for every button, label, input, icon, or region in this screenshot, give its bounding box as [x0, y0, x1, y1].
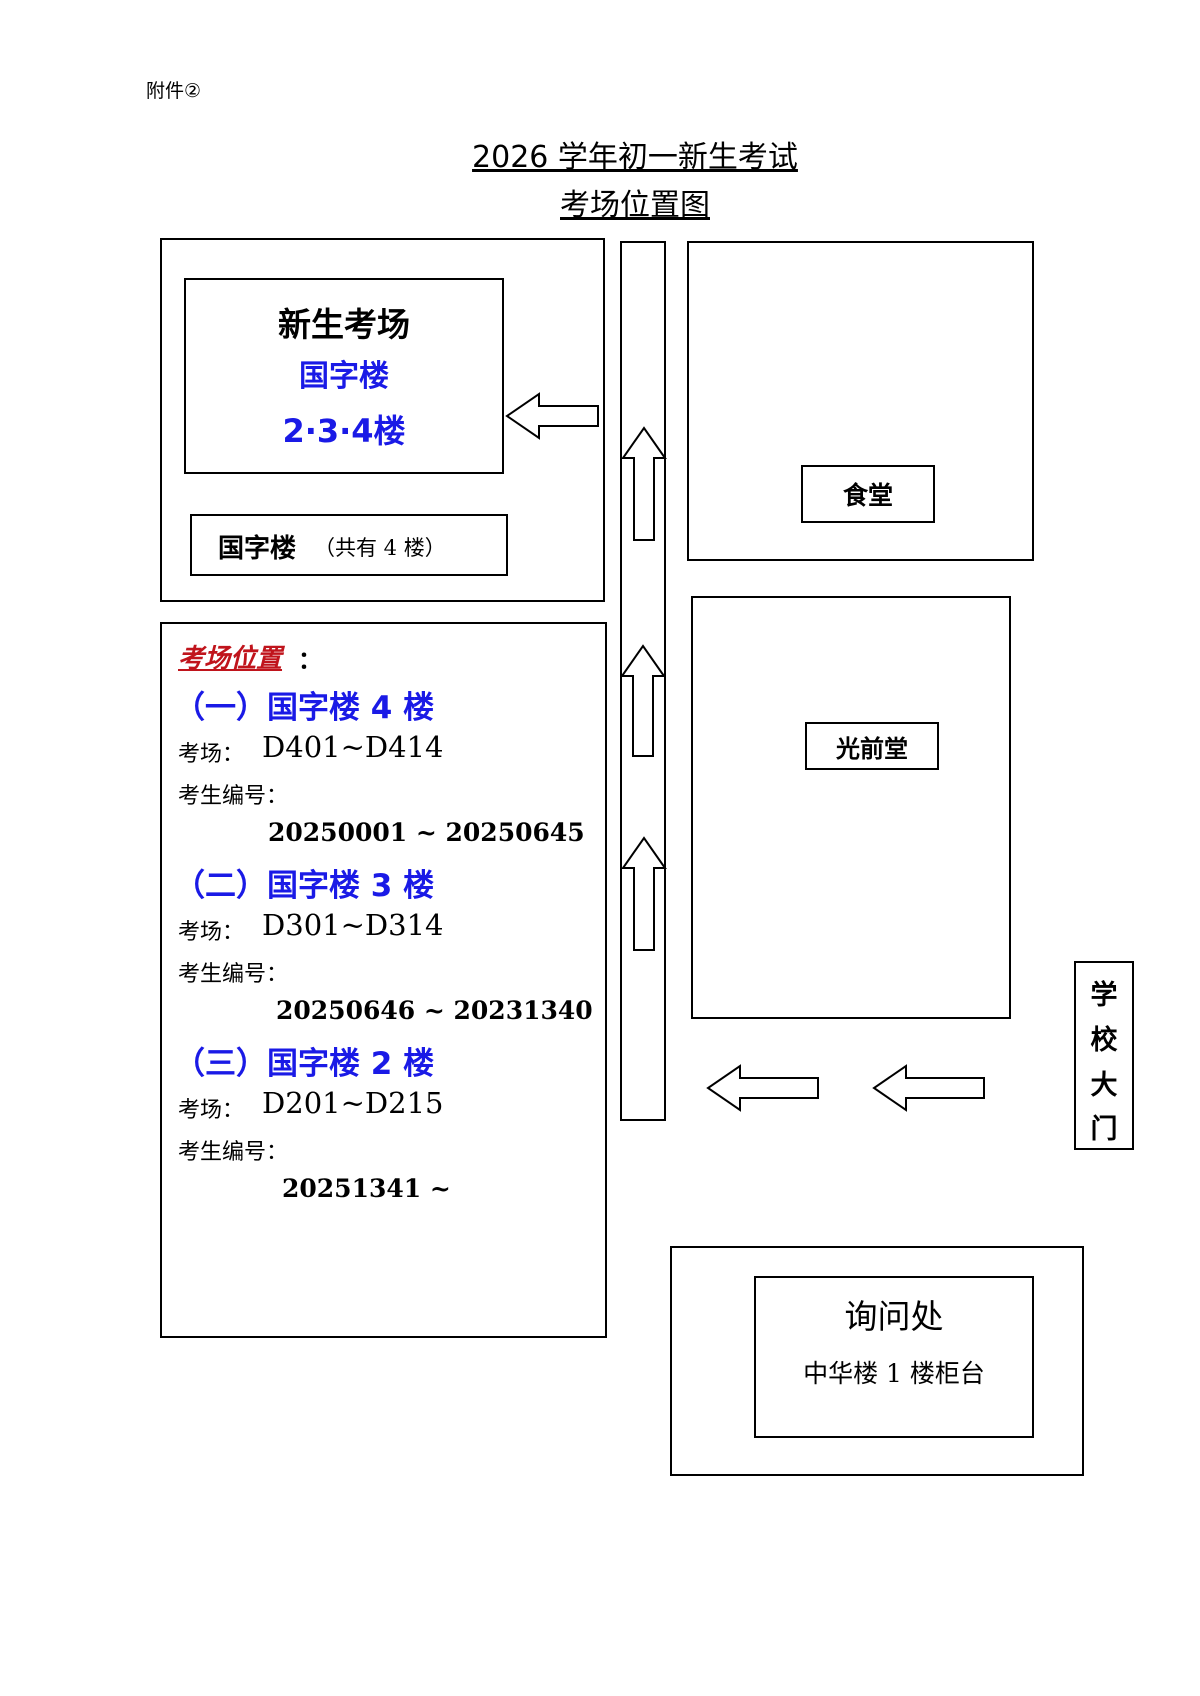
gate-char-3: 大 [1090, 1070, 1118, 1101]
gate-char-1: 学 [1090, 980, 1118, 1011]
section-3-rooms: D201~D215 [262, 1086, 444, 1120]
section-1-room-label: 考场： [178, 742, 245, 767]
page-title: 2026 学年初一新生考试 [472, 140, 798, 175]
section-1-title: （一）国字楼 4 楼 [174, 690, 435, 726]
section-3-room-label: 考场： [178, 1098, 245, 1123]
canteen-label: 食堂 [801, 465, 935, 523]
section-2-id-label: 考生编号： [178, 962, 289, 987]
info-desk-title: 询问处 [844, 1297, 944, 1336]
building-name: 国字楼 [218, 534, 297, 564]
arrow-up-3-icon [621, 836, 667, 951]
section-3-id-label: 考生编号： [178, 1140, 289, 1165]
section-2-room-label: 考场： [178, 920, 245, 945]
arrow-left-2-icon [872, 1064, 985, 1112]
info-desk-area: 询问处 中华楼 1 楼柜台 [670, 1246, 1084, 1476]
canteen-building: 食堂 [687, 241, 1034, 561]
locations-heading-colon: ： [298, 645, 322, 674]
annex-label: 附件② [146, 80, 202, 102]
section-2-title: （二）国字楼 3 楼 [174, 868, 435, 904]
gate-char-4: 门 [1090, 1114, 1118, 1145]
section-3-title: （三）国字楼 2 楼 [174, 1046, 435, 1082]
arrow-up-1-icon [621, 426, 667, 541]
arrow-left-1-icon [706, 1064, 819, 1112]
section-1-id-range: 20250001 ~ 20250645 [268, 818, 585, 847]
building-floor-note: （共有 4 楼） [314, 536, 446, 560]
section-1-id-label: 考生编号： [178, 784, 289, 809]
exam-area-floors: 2·3·4楼 [282, 412, 406, 450]
arrow-up-2-icon [620, 644, 666, 757]
exam-area-building: 国字楼 [299, 359, 389, 394]
school-gate: 学 校 大 门 [1074, 961, 1134, 1150]
exam-location-panel: 考场位置 ： （一）国字楼 4 楼 考场： D401~D414 考生编号： 20… [160, 622, 607, 1338]
arrow-left-to-exam-icon [505, 392, 599, 440]
guangqian-hall: 光前堂 [691, 596, 1011, 1019]
section-2-id-range: 20250646 ~ 20231340 [276, 996, 593, 1025]
new-student-exam-area: 新生考场 国字楼 2·3·4楼 [184, 278, 504, 474]
gate-char-2: 校 [1090, 1025, 1118, 1056]
hall-label: 光前堂 [805, 722, 939, 770]
locations-heading: 考场位置 [178, 644, 283, 674]
section-2-rooms: D301~D314 [262, 908, 444, 942]
section-1-rooms: D401~D414 [262, 730, 444, 764]
exam-area-heading: 新生考场 [278, 305, 410, 344]
info-desk-location: 中华楼 1 楼柜台 [803, 1359, 985, 1388]
info-desk: 询问处 中华楼 1 楼柜台 [754, 1276, 1034, 1438]
page-subtitle: 考场位置图 [560, 188, 710, 223]
building-name-label: 国字楼 （共有 4 楼） [190, 514, 508, 576]
section-3-id-range: 20251341 ~ [282, 1174, 451, 1203]
